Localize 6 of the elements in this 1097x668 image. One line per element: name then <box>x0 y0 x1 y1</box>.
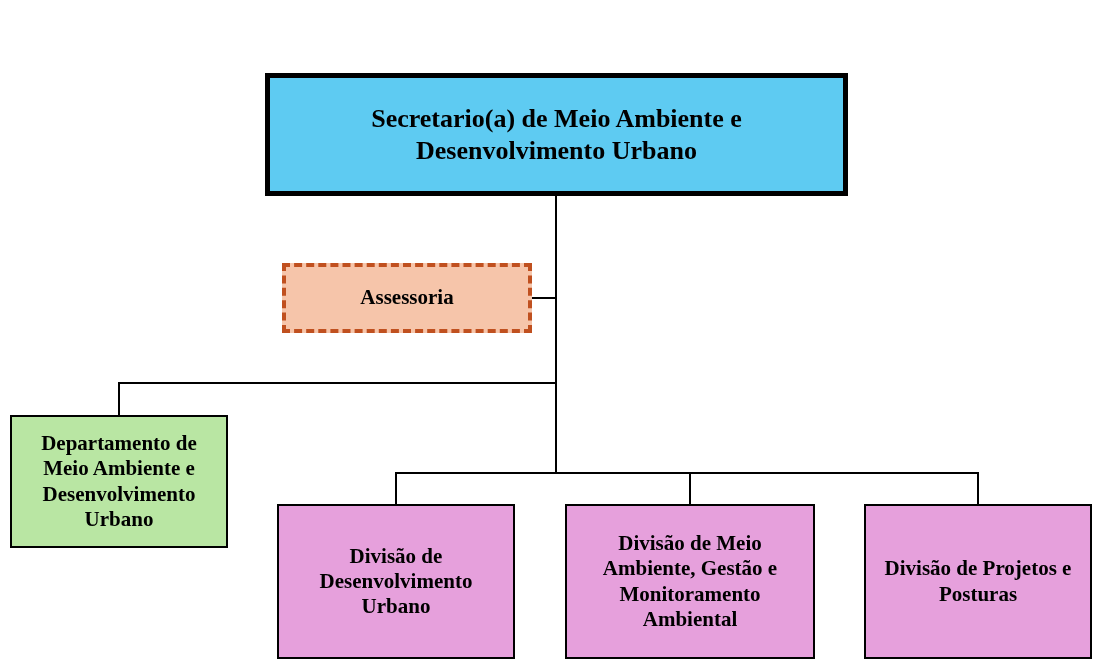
department-box: Departamento de Meio Ambiente e Desenvolvimento Urbano <box>10 415 228 548</box>
secretary-box: Secretario(a) de Meio Ambiente e Desenvolvimento Urbano <box>265 73 848 196</box>
division-box: Divisão de Desenvolvimento Urbano <box>277 504 515 659</box>
division-box: Divisão de Projetos e Posturas <box>864 504 1092 659</box>
advisory-box: Assessoria <box>282 263 532 333</box>
division-box: Divisão de Meio Ambiente, Gestão e Monitoramento Ambiental <box>565 504 815 659</box>
